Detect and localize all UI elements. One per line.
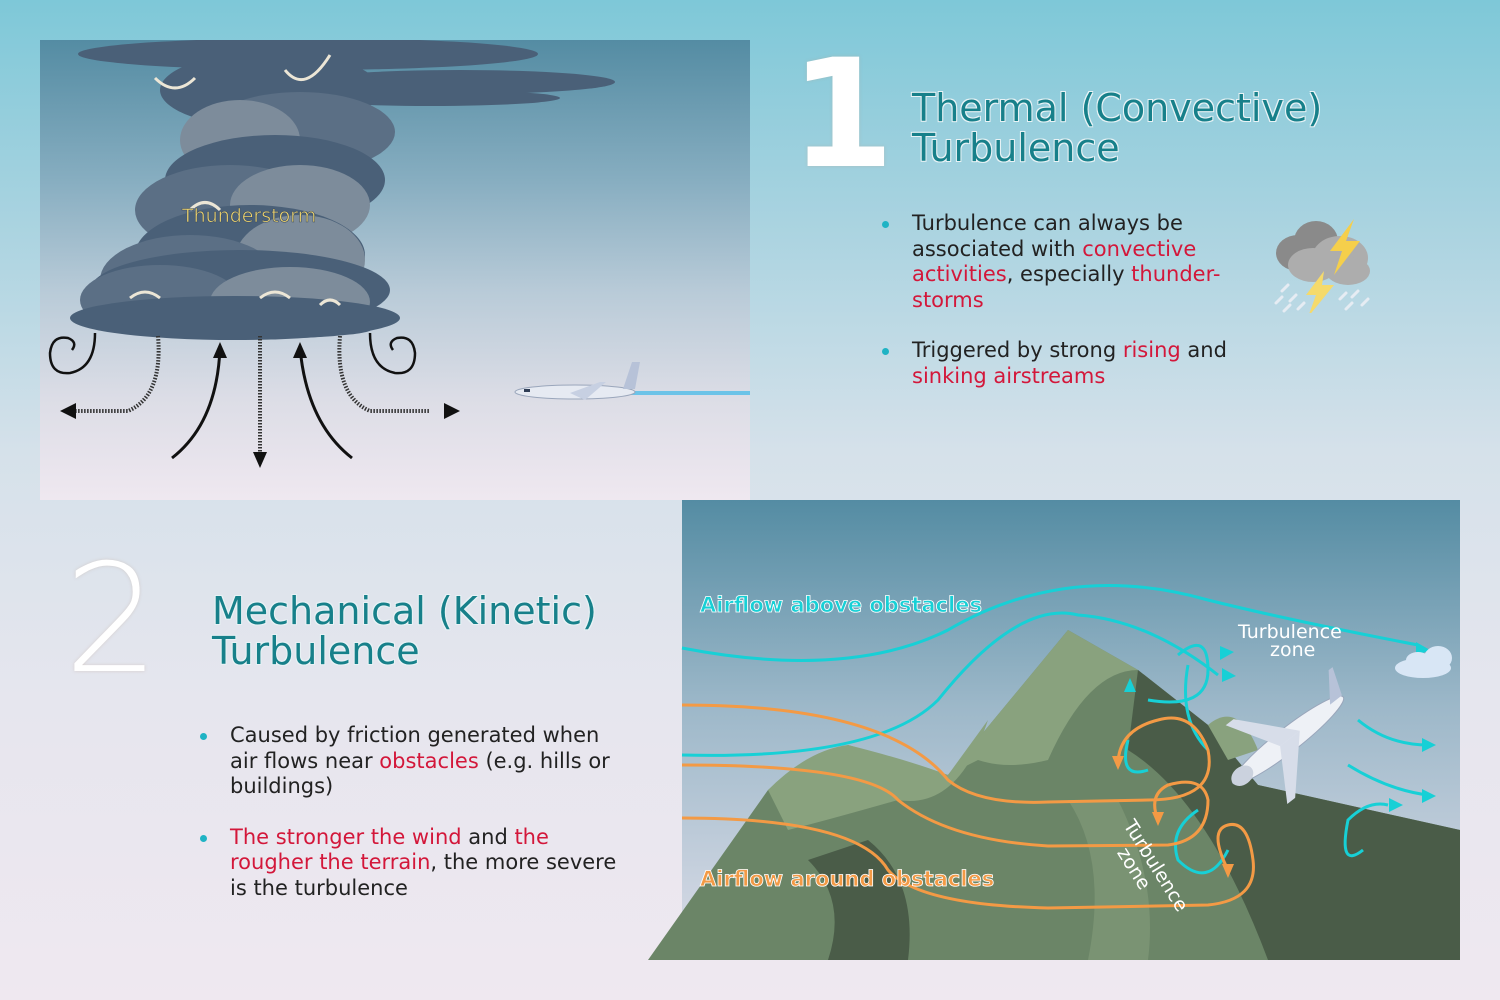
airflow-above-label: Airflow above obstacles — [700, 593, 982, 617]
bullet-text: and — [1180, 338, 1227, 362]
section-2-title-line1: Mechanical (Kinetic) — [212, 589, 597, 633]
airflow-above-arrows — [681, 583, 1429, 875]
bullet-highlight: sinking airstreams — [912, 363, 1106, 388]
mechanical-turbulence-illustration: Airflow above obstacles Airflow around o… — [648, 500, 1460, 960]
orange-arrowhead-icons — [1112, 756, 1234, 878]
small-cloud-icon — [1395, 646, 1452, 678]
vortex-curl-icon — [48, 332, 417, 375]
bullet-highlight: the rougher the terrain — [230, 824, 549, 875]
section-1-title-line1: Thermal (Convective) — [912, 86, 1323, 130]
airplane-icon — [1225, 667, 1345, 805]
bullet-dot-icon — [882, 221, 889, 228]
bullet-highlight: obstacles — [379, 748, 479, 773]
airflow-around-label: Airflow around obstacles — [700, 867, 994, 891]
updraft-arrows — [171, 347, 353, 460]
bullet-dot-icon — [200, 834, 207, 842]
bullet-item: Caused by friction generated when air fl… — [200, 723, 630, 800]
section-2-bullet-list: Caused by friction generated when air fl… — [200, 723, 630, 926]
thunderstorm-cloud — [70, 40, 615, 340]
section-1-bullet-list: Turbulence can always be associated with… — [882, 211, 1242, 414]
bullet-text: Triggered by strong — [912, 338, 1123, 362]
section-1-title: Thermal (Convective) Turbulence — [912, 88, 1322, 168]
section-number-2: 2 — [64, 533, 160, 707]
airflow-around-arrows — [681, 703, 1255, 910]
bullet-text: , especially — [1006, 262, 1132, 286]
bullet-text: Turbulence can always be associated with — [912, 211, 1183, 261]
mountain-terrain — [648, 630, 1460, 960]
bullet-highlight: The stronger the wind — [230, 824, 462, 849]
downdraft-arrows — [68, 335, 430, 456]
airplane-icon — [514, 362, 750, 400]
bullet-item: Triggered by strong rising and sinking a… — [882, 338, 1242, 389]
thunderstorm-label: Thunderstorm — [181, 205, 316, 227]
bullet-highlight: convective activities — [912, 236, 1197, 287]
bullet-highlight: rising — [1122, 338, 1181, 362]
turbulence-zone-label-top: Turbulence — [1237, 621, 1342, 643]
section-number-1: 1 — [790, 28, 895, 202]
bullet-dot-icon — [882, 348, 889, 355]
mountain-airflow-diagram: Airflow above obstacles Airflow around o… — [648, 500, 1460, 960]
section-2-title-line2: Turbulence — [212, 629, 420, 673]
bullet-highlight: thunder-storms — [912, 262, 1221, 312]
thunderstorm-illustration: Thunderstorm — [40, 40, 750, 500]
turbulence-zone-label-top-2: zone — [1270, 639, 1315, 661]
bullet-text: Caused by friction generated when air fl… — [230, 723, 600, 773]
section-1-title-line2: Turbulence — [912, 126, 1120, 170]
thunderstorm-diagram: Thunderstorm — [48, 40, 750, 468]
bullet-text: (e.g. hills or buildings) — [230, 748, 610, 799]
bullet-text: , the more severe is the turbulence — [230, 850, 617, 900]
section-2-title: Mechanical (Kinetic) Turbulence — [212, 591, 597, 671]
bullet-item: Turbulence can always be associated with… — [882, 211, 1242, 313]
bullet-item: The stronger the wind and the rougher th… — [200, 825, 630, 902]
bullet-text: and — [461, 824, 515, 849]
bullet-dot-icon — [200, 733, 207, 740]
thunderstorm-rain-icon — [1274, 219, 1370, 313]
